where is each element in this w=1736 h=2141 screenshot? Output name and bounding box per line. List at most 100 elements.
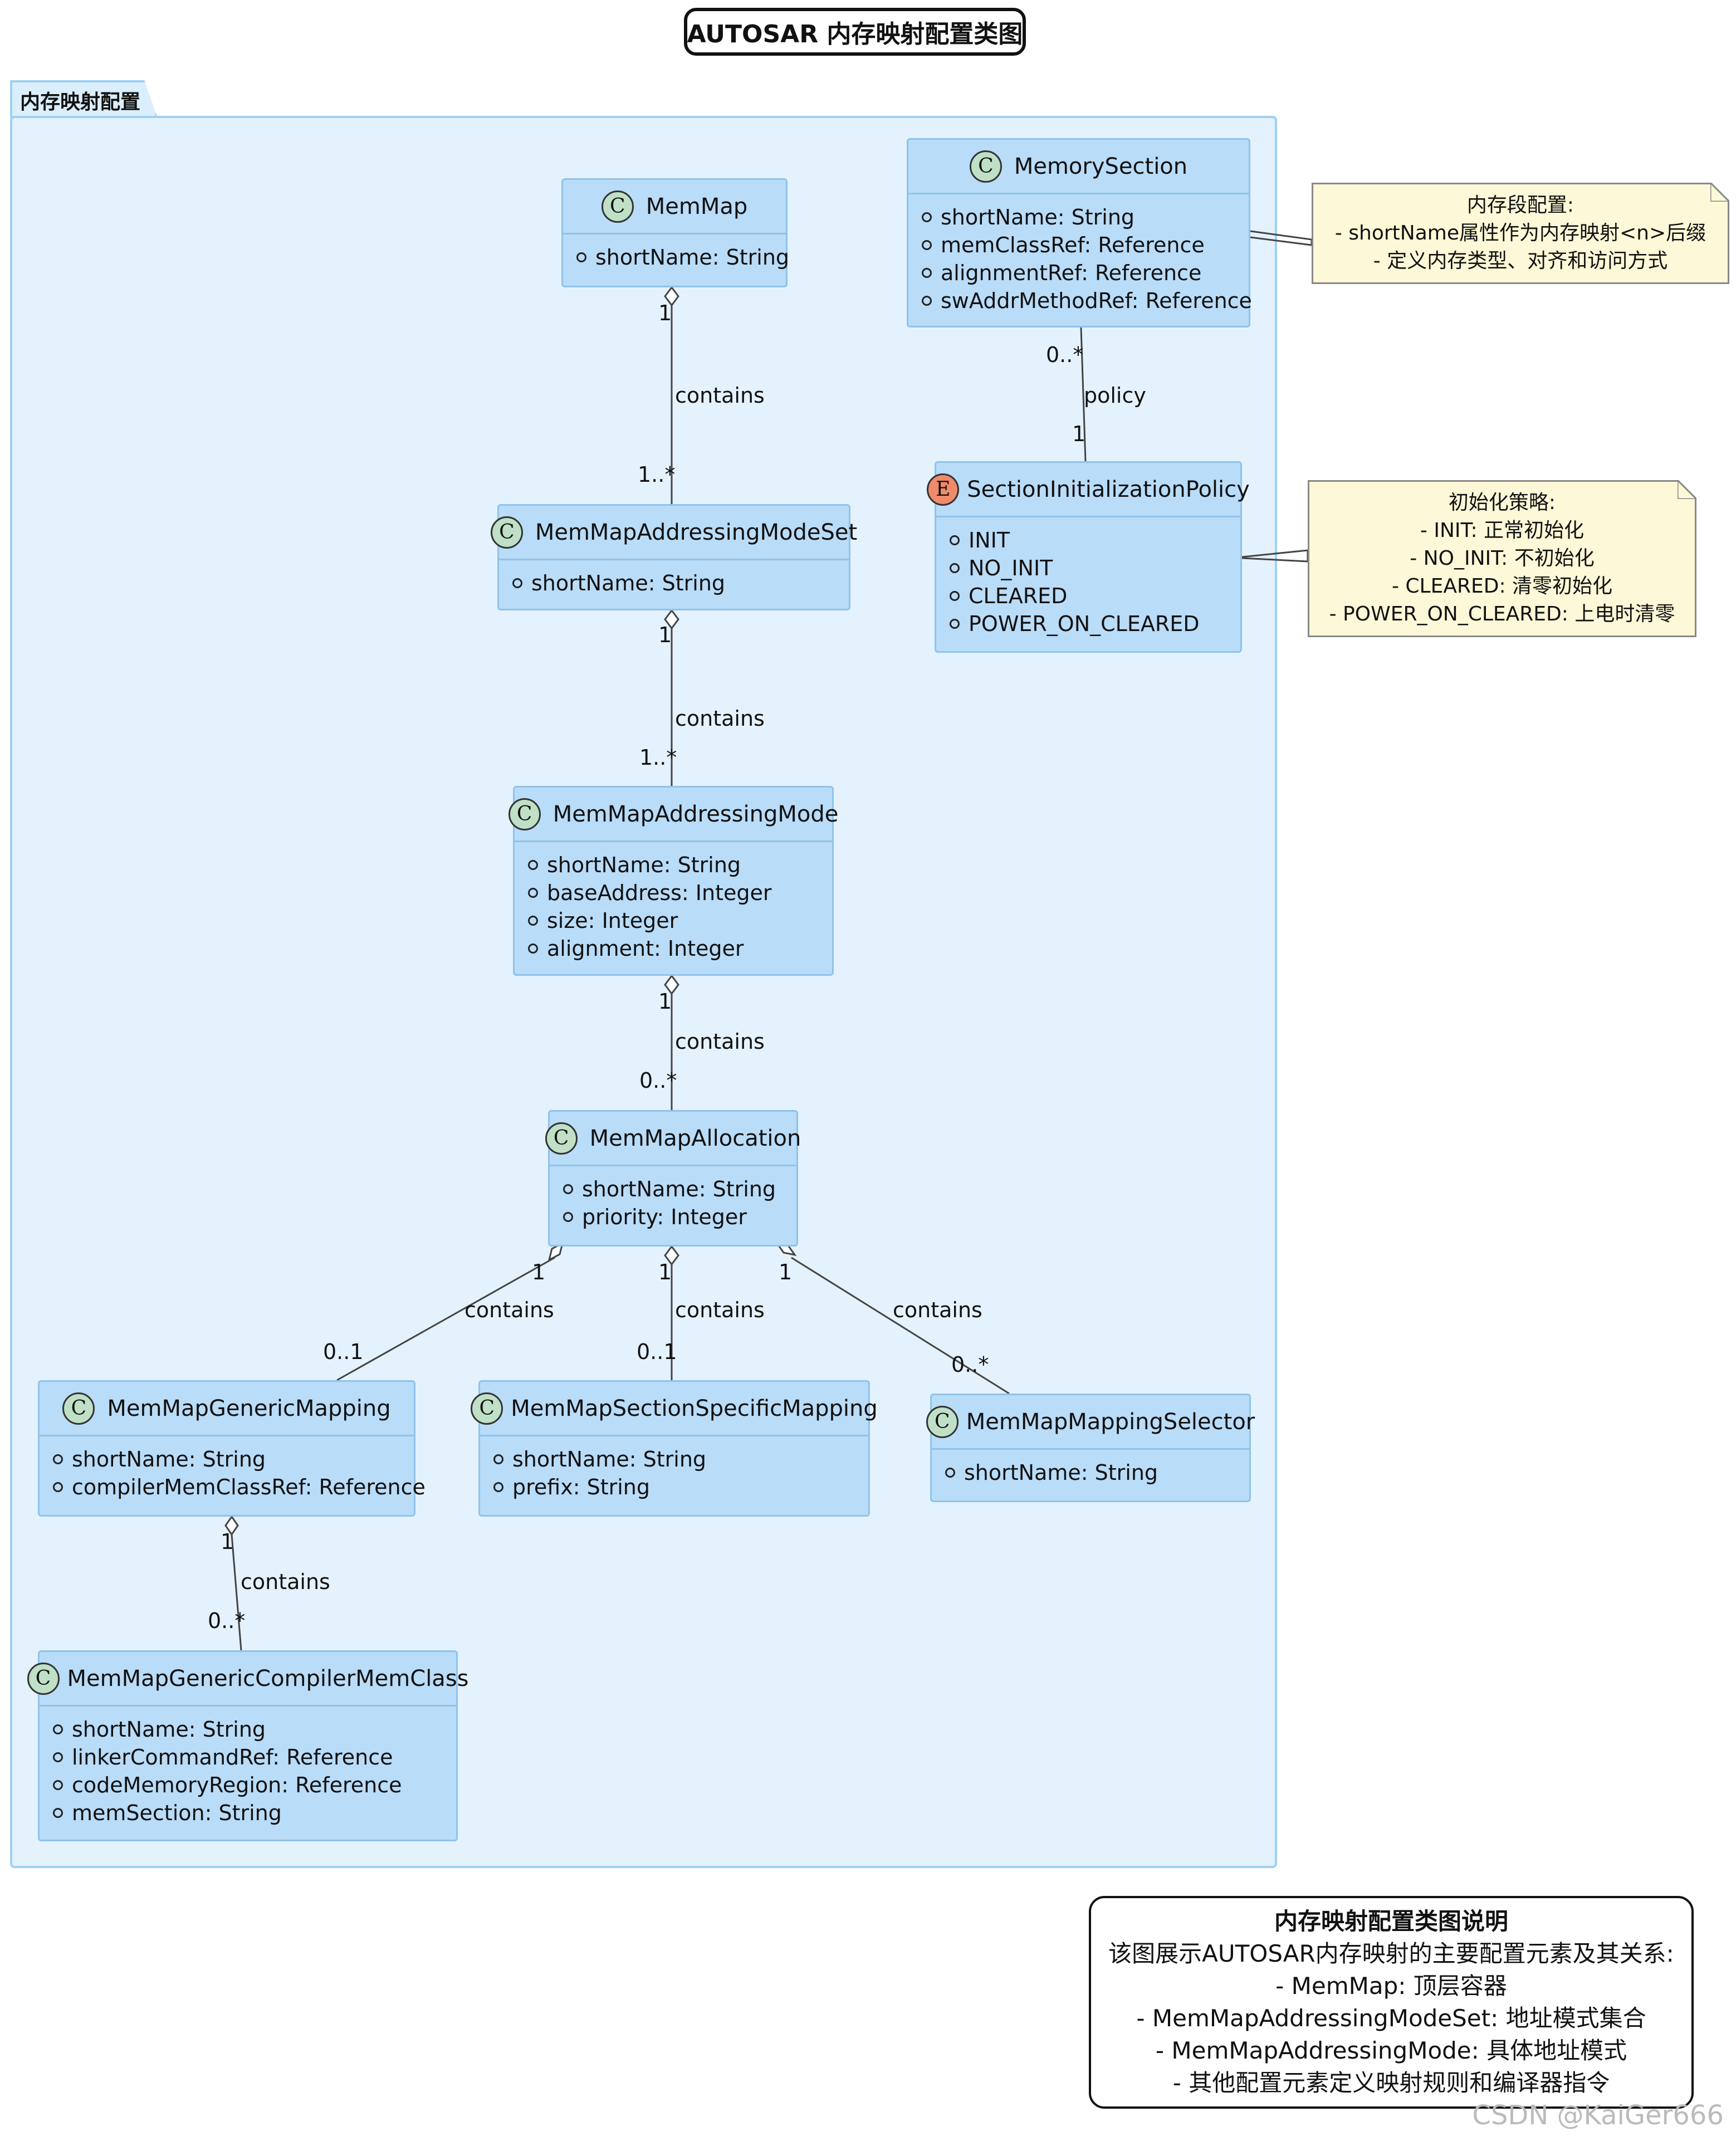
- class-attribute: linkerCommandRef: Reference: [53, 1743, 456, 1771]
- note-fold-icon: [1710, 183, 1729, 202]
- class-attribute: shortName: String: [53, 1445, 414, 1473]
- enum-stereotype-icon: E: [927, 473, 960, 506]
- legend-line: - 其他配置元素定义映射规则和编译器指令: [1172, 2069, 1610, 2096]
- class-stereotype-icon: C: [62, 1392, 95, 1425]
- note-memory-section: 内存段配置: - shortName属性作为内存映射<n>后缀 - 定义内存类型…: [1312, 183, 1729, 284]
- class-allocation[interactable]: C MemMapAllocation shortName: String pri…: [545, 1110, 801, 1247]
- class-addressing-mode-set[interactable]: C MemMapAddressingModeSet shortName: Str…: [490, 504, 857, 610]
- class-stereotype-icon: C: [601, 190, 634, 223]
- class-attribute: swAddrMethodRef: Reference: [922, 287, 1252, 315]
- public-visibility-icon: [950, 563, 960, 573]
- class-header: C MemMapGenericMapping: [40, 1382, 414, 1436]
- class-section-specific-mapping[interactable]: C MemMapSectionSpecificMapping shortName…: [471, 1380, 878, 1517]
- mult-alloc-selector-to: 0..*: [951, 1352, 989, 1377]
- mult-set-from: 1: [658, 623, 672, 647]
- class-name: SectionInitializationPolicy: [967, 476, 1250, 502]
- public-visibility-icon: [528, 888, 538, 898]
- class-stereotype-icon: C: [508, 798, 541, 830]
- mult-alloc-specific-to: 0..1: [637, 1340, 677, 1364]
- public-visibility-icon: [945, 1468, 955, 1478]
- class-name: MemMapGenericCompilerMemClass: [67, 1665, 469, 1692]
- note-line: - POWER_ON_CLEARED: 上电时清零: [1329, 603, 1675, 625]
- class-stereotype-icon: C: [471, 1392, 503, 1425]
- class-header: C MemMapSectionSpecificMapping: [471, 1382, 878, 1436]
- class-header: C MemMapAddressingMode: [508, 788, 838, 842]
- mult-alloc-specific-from: 1: [658, 1260, 672, 1284]
- class-header: C MemMapGenericCompilerMemClass: [27, 1652, 469, 1707]
- rel-label-alloc-selector: contains: [893, 1298, 982, 1322]
- class-name: MemMapAddressingModeSet: [535, 519, 858, 545]
- class-generic-mapping[interactable]: C MemMapGenericMapping shortName: String…: [38, 1380, 426, 1517]
- mult-section-to: 1: [1072, 422, 1086, 446]
- class-header: C MemorySection: [908, 140, 1249, 194]
- class-attribute: memSection: String: [53, 1799, 456, 1827]
- class-header: C MemMapMappingSelector: [926, 1395, 1255, 1450]
- class-name: MemorySection: [1014, 153, 1188, 179]
- class-attribute: shortName: String: [493, 1445, 868, 1473]
- class-header: C MemMapAddressingModeSet: [490, 506, 857, 560]
- class-generic-compiler-mem-class[interactable]: C MemMapGenericCompilerMemClass shortNam…: [27, 1650, 469, 1841]
- class-memmap[interactable]: C MemMap shortName: String: [561, 178, 789, 287]
- rel-label-alloc-specific: contains: [675, 1298, 765, 1322]
- class-stereotype-icon: C: [27, 1662, 60, 1695]
- note-init-policy: 初始化策略: - INIT: 正常初始化 - NO_INIT: 不初始化 - C…: [1308, 480, 1696, 637]
- class-attribute: shortName: String: [53, 1715, 456, 1743]
- note-line: - shortName属性作为内存映射<n>后缀: [1334, 222, 1706, 245]
- public-visibility-icon: [950, 619, 960, 629]
- class-attribute: size: Integer: [528, 907, 832, 935]
- class-stereotype-icon: C: [926, 1405, 959, 1438]
- diagram-title: AUTOSAR 内存映射配置类图: [684, 8, 1026, 56]
- class-attribute: codeMemoryRegion: Reference: [53, 1771, 456, 1799]
- class-name: MemMapAllocation: [589, 1125, 801, 1151]
- enum-section-init-policy[interactable]: E SectionInitializationPolicy INIT NO_IN…: [927, 461, 1250, 653]
- class-attribute: shortName: String: [922, 203, 1249, 231]
- rel-generic-compiler: [231, 1534, 242, 1651]
- public-visibility-icon: [53, 1780, 63, 1790]
- public-visibility-icon: [922, 240, 932, 250]
- public-visibility-icon: [53, 1808, 63, 1818]
- rel-alloc-generic: [336, 1257, 555, 1381]
- note-line: - CLEARED: 清零初始化: [1391, 575, 1613, 598]
- mult-memmap-to: 1..*: [638, 462, 676, 487]
- public-visibility-icon: [563, 1212, 573, 1222]
- package-frame: [10, 116, 1277, 1868]
- class-header: E SectionInitializationPolicy: [927, 463, 1250, 517]
- class-name: MemMapSectionSpecificMapping: [511, 1395, 878, 1421]
- class-attribute: shortName: String: [512, 569, 849, 597]
- mult-generic-to: 0..*: [208, 1609, 246, 1633]
- public-visibility-icon: [950, 591, 960, 601]
- class-memory-section[interactable]: C MemorySection shortName: String memCla…: [907, 138, 1252, 327]
- class-header: C MemMapAllocation: [545, 1112, 801, 1166]
- class-stereotype-icon: C: [490, 516, 523, 549]
- aggregation-diamond-mode: [664, 974, 679, 995]
- note-fold-icon: [1678, 480, 1696, 499]
- mult-mode-from: 1: [658, 989, 672, 1014]
- rel-label-section-policy: policy: [1084, 383, 1146, 408]
- legend-title: 内存映射配置类图说明: [1274, 1908, 1508, 1935]
- note-line: - 定义内存类型、对齐和访问方式: [1373, 250, 1668, 272]
- class-name: MemMapGenericMapping: [107, 1395, 391, 1421]
- enum-literal: NO_INIT: [950, 554, 1240, 582]
- note-line: - NO_INIT: 不初始化: [1410, 547, 1595, 570]
- mult-alloc-selector-from: 1: [779, 1260, 793, 1284]
- package-tab: 内存映射配置: [10, 80, 158, 118]
- rel-label-set-mode: contains: [675, 706, 765, 731]
- class-attribute: prefix: String: [493, 1473, 868, 1501]
- mult-section-from: 0..*: [1046, 343, 1084, 367]
- public-visibility-icon: [950, 535, 960, 545]
- mult-set-to: 1..*: [639, 745, 677, 770]
- public-visibility-icon: [493, 1454, 503, 1464]
- class-attribute: compilerMemClassRef: Reference: [53, 1473, 426, 1501]
- class-name: MemMap: [646, 193, 748, 219]
- public-visibility-icon: [53, 1482, 63, 1492]
- mult-memmap-from: 1: [658, 301, 672, 325]
- public-visibility-icon: [53, 1454, 63, 1464]
- rel-label-memmap-set: contains: [675, 383, 765, 408]
- class-mapping-selector[interactable]: C MemMapMappingSelector shortName: Strin…: [926, 1394, 1255, 1502]
- class-attribute: shortName: String: [528, 851, 832, 879]
- mult-alloc-generic-to: 0..1: [323, 1340, 364, 1364]
- watermark: CSDN @KaiGer666: [1472, 2100, 1724, 2131]
- class-addressing-mode[interactable]: C MemMapAddressingMode shortName: String…: [508, 786, 838, 976]
- note-line: 内存段配置:: [1466, 194, 1574, 217]
